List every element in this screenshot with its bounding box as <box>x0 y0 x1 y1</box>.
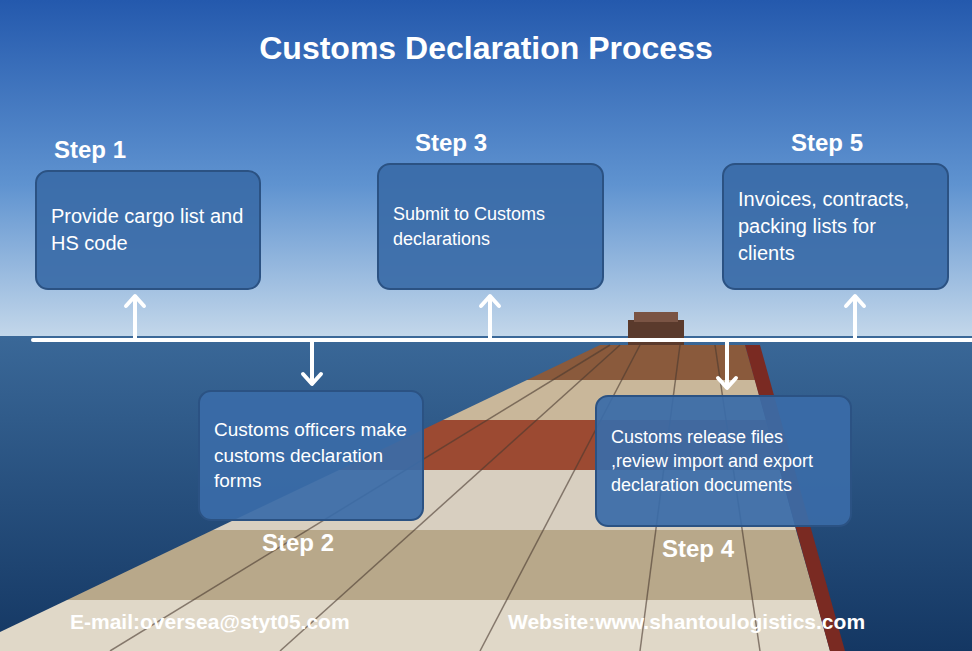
process-box: Step 5Invoices, contracts, packing lists… <box>722 163 949 290</box>
step-label: Step 3 <box>415 129 487 157</box>
box-text: Provide cargo list and HS code <box>51 203 245 257</box>
step-label: Step 4 <box>662 535 734 563</box>
step-label: Step 2 <box>262 529 334 557</box>
box-text: Invoices, contracts, packing lists for c… <box>738 186 933 267</box>
process-box: Step 3Submit to Customs declarations <box>377 163 604 290</box>
step-label: Step 5 <box>791 129 863 157</box>
contact-footer: Website:www.shantoulogistics.com <box>508 610 865 634</box>
process-box: Step 1Provide cargo list and HS code <box>35 170 261 290</box>
contact-footer: E-mail:oversea@styt05.com <box>70 610 350 634</box>
process-box: Step 2Customs officers make customs decl… <box>198 390 424 521</box>
process-box: Step 4Customs release files ,review impo… <box>595 395 852 527</box>
diagram-title: Customs Declaration Process <box>0 30 972 67</box>
box-text: Submit to Customs declarations <box>393 202 588 251</box>
step-label: Step 1 <box>54 136 126 164</box>
box-text: Customs release files ,review import and… <box>611 425 836 498</box>
box-text: Customs officers make customs declaratio… <box>214 417 408 494</box>
